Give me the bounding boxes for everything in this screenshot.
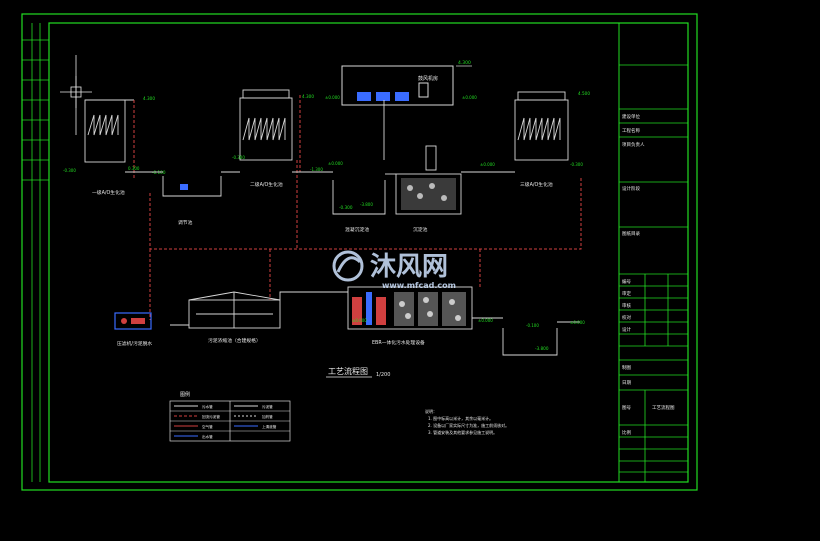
ebr-unit-label: EBR一体化污水处理设备	[372, 339, 425, 346]
svg-text:0.300: 0.300	[128, 166, 140, 171]
tb-label-11: 制图	[622, 364, 631, 371]
note-2: 2. 设备以厂家实际尺寸为准，施工前须核对。	[428, 422, 509, 428]
notes: 说明： 1. 图中标高以米计，其余以毫米计。 2. 设备以厂家实际尺寸为准，施工…	[425, 408, 509, 435]
sludge-thickener-label: 污泥浓缩池（合建规格）	[208, 337, 261, 344]
svg-text:±0.000: ±0.000	[570, 320, 585, 325]
coag-tank-elev: -0.300	[339, 205, 353, 210]
tb-label-3: 项目负责人	[622, 141, 645, 148]
legend-item-2: 回流污泥管	[202, 414, 220, 419]
red-pipe-network	[133, 95, 582, 320]
tb-label-4: 设计阶段	[622, 185, 640, 192]
binding-strip	[22, 23, 49, 482]
tb-label-8: 审核	[622, 302, 631, 309]
svg-text:±0.000: ±0.000	[480, 162, 495, 167]
coag-tank	[332, 180, 386, 215]
svg-text:±0.000: ±0.000	[325, 95, 340, 100]
outlet-tank	[502, 328, 558, 356]
tank-1	[84, 99, 134, 163]
tank-1-elev: 4.300	[143, 96, 155, 101]
regulating-tank	[162, 176, 222, 197]
tank-3-label: 三级A/O生化池	[520, 181, 553, 188]
blower-room-elev: 4.300	[458, 60, 471, 66]
note-3: 3. 管道安装及其他要求参见施工说明。	[428, 429, 497, 435]
legend: 图例 污水管 回流污泥管 空气管 出水管 污泥管 加药管 上清液管	[169, 391, 291, 442]
filter-press-label: 压滤机/污泥脱水	[117, 340, 152, 347]
drawing-scale: 1/200	[376, 372, 390, 378]
tank-3-elev: 4.500	[578, 91, 590, 96]
legend-item-6: 加药管	[262, 414, 273, 419]
tb-label-9: 校对	[622, 314, 631, 321]
outlet-tank-elev: -3.800	[535, 346, 549, 351]
tb-label-1: 建设单位	[622, 113, 640, 120]
tank-1-label: 一级A/O生化池	[92, 189, 125, 196]
svg-text:-0.300: -0.300	[570, 162, 583, 167]
legend-item-3: 空气管	[202, 424, 213, 429]
sludge-thickener	[188, 291, 281, 329]
tank-2	[239, 89, 293, 161]
blower-room-label: 鼓风机房	[418, 75, 438, 82]
drawing-title: 工艺流程图	[328, 366, 368, 376]
filter-press	[114, 312, 152, 330]
coag-tank-label: 混凝沉淀池	[345, 226, 369, 233]
regulating-tank-elev: -0.100	[152, 170, 166, 175]
watermark-url: www.mfcad.com	[382, 281, 456, 290]
svg-text:±0.000: ±0.000	[462, 95, 477, 100]
svg-text:±0.000: ±0.000	[478, 318, 493, 323]
tank-3	[514, 91, 569, 161]
notes-title: 说明：	[425, 408, 437, 414]
settling-tank	[395, 145, 462, 215]
inner-frame	[48, 22, 689, 483]
legend-item-1: 污水管	[202, 404, 213, 409]
tb-label-14: 比例	[622, 429, 631, 436]
tb-label-12: 日期	[622, 380, 631, 386]
tank-2-label: 二级A/O生化池	[250, 181, 283, 188]
blower-icon-2	[376, 92, 390, 101]
watermark: 沐风网 www.mfcad.com	[332, 250, 456, 290]
legend-item-5: 污泥管	[262, 404, 273, 409]
svg-text:-1.300: -1.300	[310, 167, 323, 172]
ebr-unit	[347, 286, 473, 330]
regulating-tank-label: 调节池	[178, 219, 193, 226]
control-cabinet-icon	[418, 82, 429, 98]
tb-label-6: 编号	[622, 278, 631, 285]
title-block	[619, 64, 688, 482]
tb-label-13: 图号	[622, 405, 631, 411]
svg-text:-0.100: -0.100	[526, 323, 539, 328]
outer-frame	[21, 13, 698, 491]
legend-item-4: 出水管	[202, 434, 213, 439]
watermark-logo-icon	[336, 256, 362, 273]
tank-2-elev: 4.300	[302, 94, 314, 99]
ucs-crosshair-icon	[60, 55, 92, 135]
svg-text:±0.000: ±0.000	[328, 161, 343, 166]
tb-label-2: 工程名称	[622, 127, 640, 134]
svg-text:±0.000: ±0.000	[352, 318, 367, 323]
blower-icon-3	[395, 92, 409, 101]
tb-label-7: 审定	[622, 290, 631, 297]
tb-label-5: 图纸目录	[622, 230, 640, 237]
settling-tank-label: 沉淀池	[413, 226, 428, 233]
elevation-markers: -0.300 0.300 -0.300 -1.300 ±0.000 -3.800…	[63, 95, 585, 328]
flow-pipe-network	[125, 100, 580, 326]
tb-drawing-name: 工艺流程图	[652, 404, 675, 411]
tb-label-10: 设计	[622, 326, 631, 333]
blower-room: 鼓风机房 4.300	[341, 60, 472, 106]
svg-text:-0.300: -0.300	[63, 168, 76, 173]
legend-title: 图例	[180, 391, 190, 398]
note-1: 1. 图中标高以米计，其余以毫米计。	[428, 415, 493, 421]
watermark-text: 沐风网	[370, 252, 448, 282]
svg-text:-3.800: -3.800	[360, 202, 373, 207]
svg-text:-0.300: -0.300	[232, 155, 245, 160]
blower-icon-1	[357, 92, 371, 101]
legend-item-7: 上清液管	[262, 424, 277, 429]
title-block-labels: 建设单位 工程名称 项目负责人 设计阶段 图纸目录 编号 审定 审核 校对 设计…	[622, 113, 675, 436]
